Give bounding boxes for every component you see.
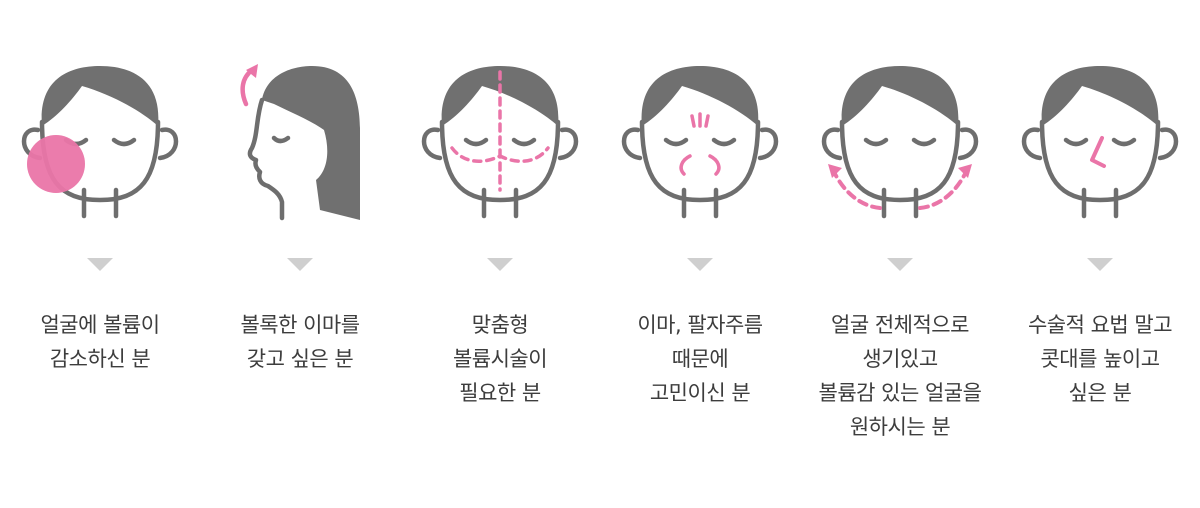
down-pointer [87, 258, 113, 271]
custom-volume-face-icon [421, 66, 579, 219]
candidate-item: 볼록한 이마를 갖고 싶은 분 [200, 0, 400, 508]
lifting-face-icon [821, 66, 979, 219]
candidate-caption: 맞춤형 볼륨시술이 필요한 분 [452, 313, 548, 405]
candidate-caption: 얼굴 전체적으로 생기있고 볼륨감 있는 얼굴을 원하시는 분 [818, 313, 982, 439]
down-pointer [887, 258, 913, 271]
candidate-item: 맞춤형 볼륨시술이 필요한 분 [400, 0, 600, 508]
forehead-profile-icon [240, 64, 360, 221]
down-pointer [687, 258, 713, 271]
nose-face-icon [1021, 66, 1179, 219]
down-pointer [487, 258, 513, 271]
candidate-item: 얼굴 전체적으로 생기있고 볼륨감 있는 얼굴을 원하시는 분 [800, 0, 1000, 508]
candidate-item: 이마, 팔자주름 때문에 고민이신 분 [600, 0, 800, 508]
candidate-caption: 얼굴에 볼륨이 감소하신 분 [40, 313, 160, 371]
down-pointer [287, 258, 313, 271]
candidate-item: 얼굴에 볼륨이 감소하신 분 [0, 0, 200, 508]
candidate-caption: 수술적 요법 말고 콧대를 높이고 싶은 분 [1027, 313, 1173, 405]
wrinkle-face-icon [621, 66, 779, 219]
candidate-caption: 이마, 팔자주름 때문에 고민이신 분 [637, 313, 763, 405]
down-pointer [1087, 258, 1113, 271]
cheek-volume-face-icon [21, 66, 179, 219]
candidate-item: 수술적 요법 말고 콧대를 높이고 싶은 분 [1000, 0, 1200, 508]
candidate-caption: 볼록한 이마를 갖고 싶은 분 [240, 313, 360, 371]
